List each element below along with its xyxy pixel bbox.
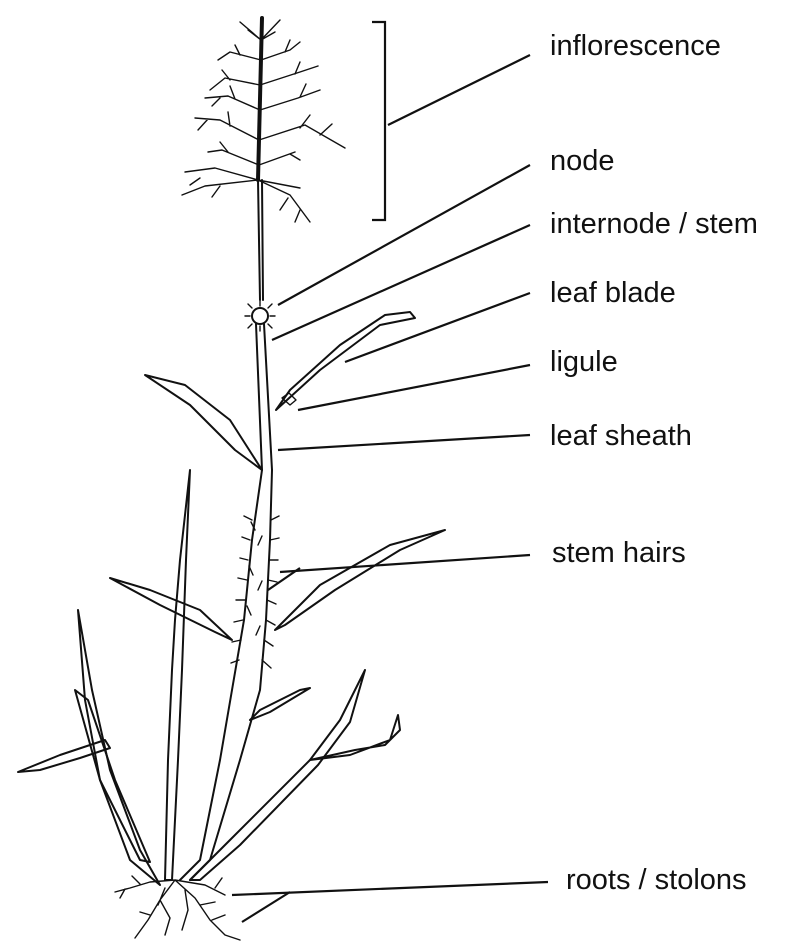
roots-drawing: [115, 876, 240, 940]
leaf-blade-leader: [345, 293, 530, 362]
roots-leader-2: [242, 892, 290, 922]
label-roots-stolons: roots / stolons: [566, 866, 747, 895]
leaf-sheath-leader: [278, 435, 530, 450]
label-leaf-sheath: leaf sheath: [550, 422, 692, 451]
node-leader: [278, 165, 530, 305]
leaves-drawing: [18, 312, 445, 885]
inflorescence-leader: [388, 55, 530, 125]
label-node: node: [550, 147, 615, 176]
roots-leader: [232, 882, 548, 895]
label-leaf-blade: leaf blade: [550, 279, 676, 308]
label-internode-stem: internode / stem: [550, 210, 758, 239]
label-inflorescence: inflorescence: [550, 32, 721, 61]
label-stem-hairs: stem hairs: [552, 539, 686, 568]
main-stem-drawing: [180, 324, 279, 880]
inflorescence-drawing: [182, 18, 345, 300]
stem-hairs-leader: [280, 555, 530, 572]
internode-leader: [272, 225, 530, 340]
node-drawing: [245, 301, 275, 331]
inflorescence-bracket: [372, 22, 385, 220]
label-ligule: ligule: [550, 348, 618, 377]
ligule-leader: [298, 365, 530, 410]
